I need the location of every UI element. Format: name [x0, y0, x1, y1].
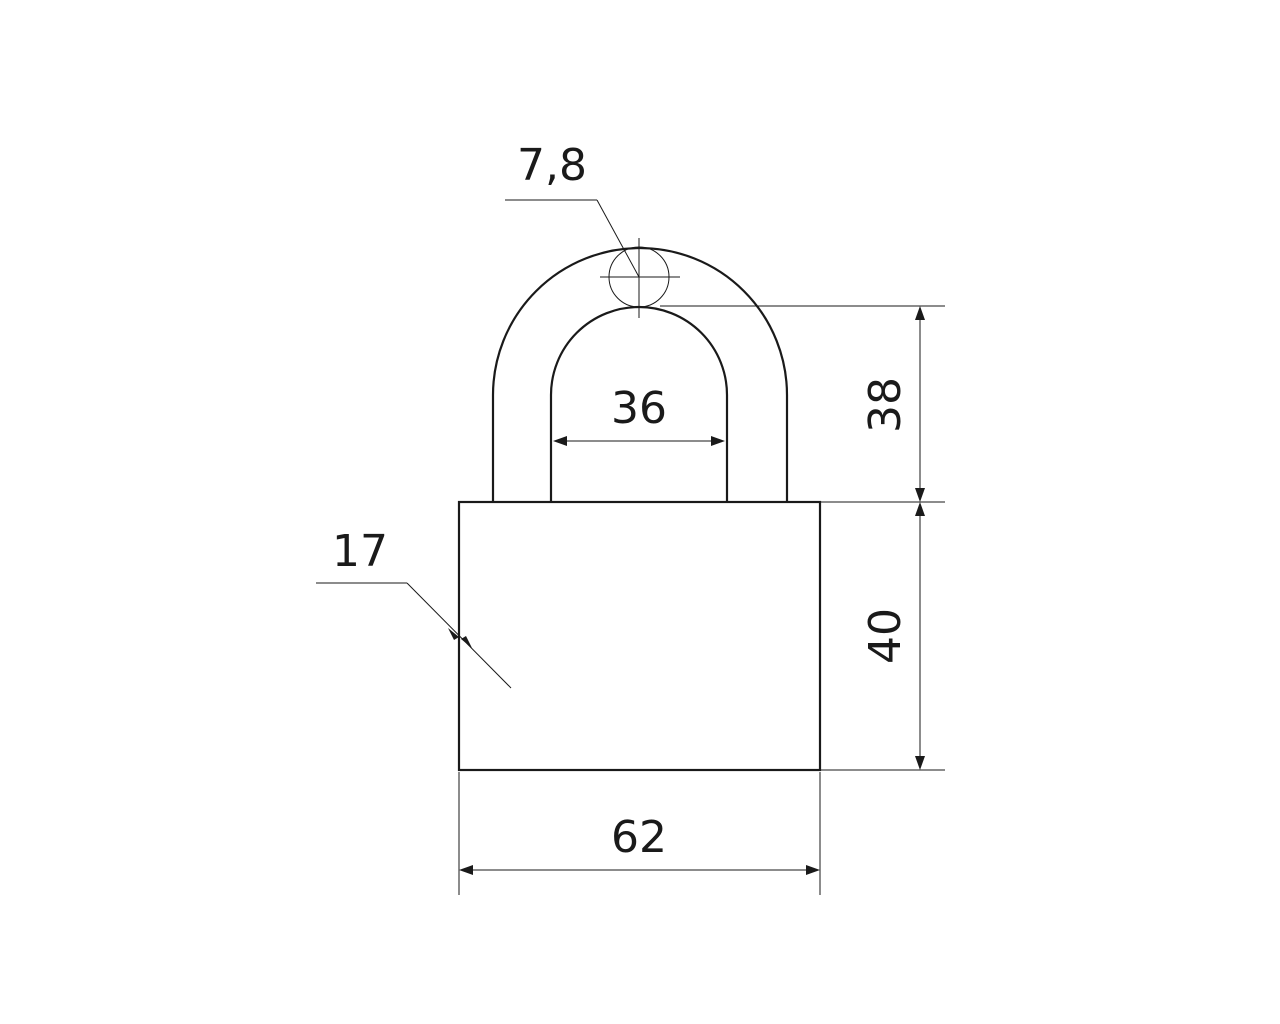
label-body-thickness: 17	[332, 526, 388, 577]
dimension-shackle-height	[660, 305, 945, 503]
label-shackle-diameter: 7,8	[517, 140, 587, 191]
dimension-body-thickness	[316, 582, 512, 689]
label-inner-width: 36	[611, 383, 667, 434]
shackle-diameter-marker	[505, 199, 680, 318]
dimension-body-height	[820, 502, 945, 771]
dimension-body-width	[458, 772, 821, 895]
label-shackle-height: 38	[860, 377, 911, 433]
dimension-inner-width	[553, 436, 725, 446]
padlock-body	[457, 500, 822, 772]
label-body-width: 62	[611, 812, 667, 863]
label-body-height: 40	[860, 608, 911, 664]
shackle-outer	[491, 246, 789, 502]
